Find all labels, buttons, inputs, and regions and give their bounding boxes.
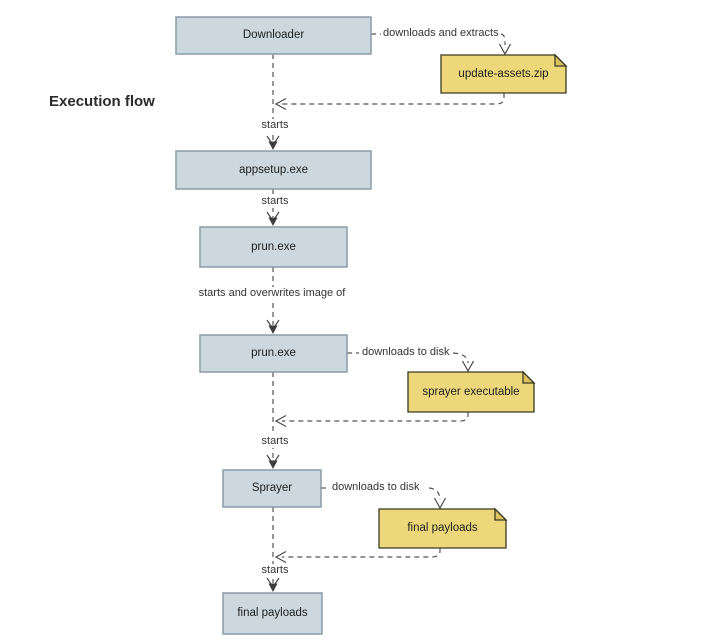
label-starts-and-overwrites: starts and overwrites image of	[188, 287, 356, 300]
prun2-node-label: prun.exe	[251, 347, 296, 359]
arrowhead-into-prun1	[266, 211, 280, 227]
edge-label-to-sprayer-executable	[452, 352, 469, 364]
final-payloads-note-label: final payloads	[407, 522, 478, 534]
label-starts-1: starts	[253, 119, 297, 132]
edge-update-assets-return	[282, 93, 505, 105]
appsetup-node-label: appsetup.exe	[238, 163, 309, 176]
prun2-box	[199, 334, 348, 373]
label-downloads-and-extracts: downloads and extracts	[383, 27, 499, 39]
sprayer-box	[222, 469, 322, 508]
edge-sprayer-executable-return	[282, 412, 469, 422]
edge-final-payloads-return	[282, 548, 441, 558]
edge-label-to-final-payloads-note	[428, 487, 441, 501]
sprayer-node-label: Sprayer	[251, 482, 293, 494]
prun1-box	[199, 226, 348, 268]
diagram-title: Execution flow	[49, 93, 155, 110]
final-payloads-node-label: final payloads	[237, 607, 308, 619]
final-payloads-box	[222, 592, 323, 635]
label-starts-3: starts	[253, 435, 297, 448]
downloader-box	[175, 16, 372, 55]
sprayer-executable-note-label: sprayer executable	[422, 385, 520, 398]
update-assets-note-label: update-assets.zip	[458, 67, 549, 80]
sprayer-executable-note-shape	[407, 370, 536, 413]
arrowhead-into-final-payloads-note	[433, 497, 447, 509]
arrowhead-into-update-assets	[498, 43, 512, 55]
update-assets-note-shape	[440, 53, 568, 94]
label-starts-2: starts	[253, 195, 297, 208]
edge-label-to-update-assets	[500, 33, 506, 45]
prun1-node-label: prun.exe	[251, 240, 296, 253]
label-starts-4: starts	[253, 564, 297, 577]
appsetup-box	[175, 150, 372, 190]
downloader-node-label: Downloader	[242, 29, 305, 41]
label-downloads-to-disk-2: downloads to disk	[332, 481, 420, 493]
label-downloads-to-disk-1: downloads to disk	[362, 346, 450, 358]
arrowhead-return-3	[275, 550, 287, 564]
final-payloads-note-shape	[378, 507, 508, 549]
